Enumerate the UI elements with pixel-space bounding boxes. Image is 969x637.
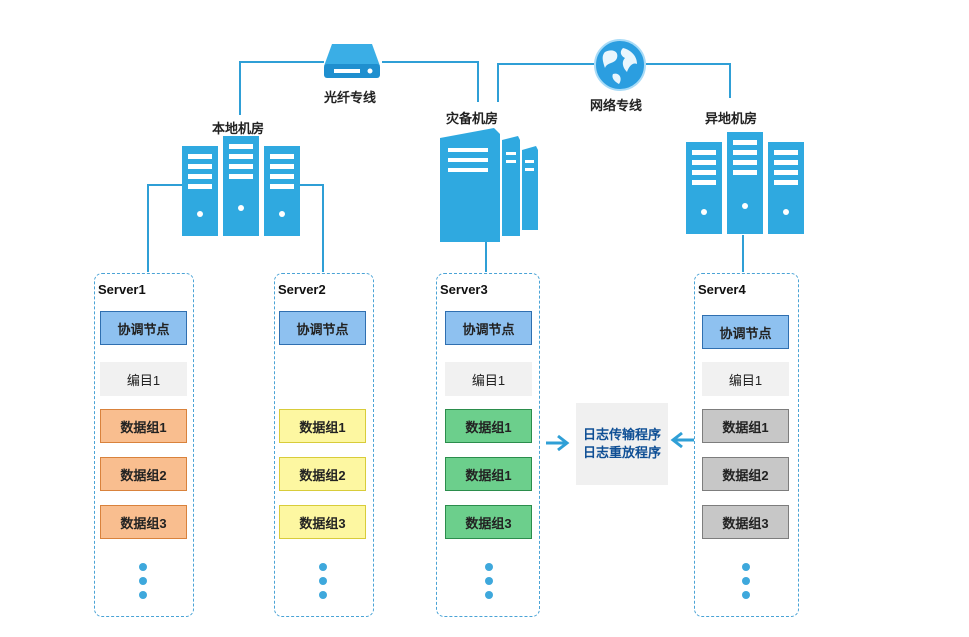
fiber-drive-icon	[324, 44, 380, 78]
data-group: 数据组1	[445, 409, 532, 443]
data-group: 数据组2	[100, 457, 187, 491]
arrow-left-head	[670, 431, 683, 449]
server3-column: Server3	[436, 273, 540, 617]
data-group: 数据组2	[702, 457, 789, 491]
catalog-node: 编目1	[702, 362, 789, 396]
server-name: Server2	[278, 282, 326, 297]
more-dots-icon	[742, 563, 750, 605]
arrow-right-head	[557, 434, 570, 452]
network-link-line	[497, 63, 594, 102]
network-link-label: 网络专线	[590, 98, 643, 113]
data-group: 数据组1	[702, 409, 789, 443]
data-group: 数据组1	[279, 409, 366, 443]
coordinator-node: 协调节点	[100, 311, 187, 345]
catalog-node: 编目1	[100, 362, 187, 396]
server-name: Server1	[98, 282, 146, 297]
server1-column: Server1	[94, 273, 194, 617]
server2-column: Server2	[274, 273, 374, 617]
fiber-link-line	[239, 61, 324, 115]
more-dots-icon	[319, 563, 327, 605]
server4-column: Server4	[694, 273, 799, 617]
data-group: 数据组2	[279, 457, 366, 491]
server-name: Server3	[440, 282, 488, 297]
data-group: 数据组1	[445, 457, 532, 491]
more-dots-icon	[139, 563, 147, 605]
backup-room-label: 灾备机房	[446, 111, 499, 126]
fiber-link-line	[382, 61, 479, 102]
fiber-link-label: 光纤专线	[324, 90, 377, 105]
data-group: 数据组3	[702, 505, 789, 539]
server-rack-icon	[182, 136, 300, 236]
server1-uplink	[147, 184, 183, 272]
server2-uplink	[300, 184, 324, 272]
server-rack-icon	[686, 132, 804, 234]
catalog-node: 编目1	[445, 362, 532, 396]
data-group: 数据组3	[279, 505, 366, 539]
server-tower-icon	[440, 128, 538, 242]
coordinator-node: 协调节点	[445, 311, 532, 345]
local-room-label: 本地机房	[212, 121, 265, 136]
coordinator-node: 协调节点	[702, 315, 789, 349]
more-dots-icon	[485, 563, 493, 605]
globe-icon	[594, 39, 646, 91]
log-transfer-label: 日志传输程序	[582, 427, 661, 442]
log-program-box: 日志传输程序 日志重放程序	[576, 403, 668, 485]
data-group: 数据组3	[100, 505, 187, 539]
log-replay-label: 日志重放程序	[582, 445, 661, 460]
network-link-line	[646, 63, 731, 98]
coordinator-node: 协调节点	[279, 311, 366, 345]
server-name: Server4	[698, 282, 746, 297]
remote-room-label: 异地机房	[705, 111, 758, 126]
data-group: 数据组1	[100, 409, 187, 443]
data-group: 数据组3	[445, 505, 532, 539]
